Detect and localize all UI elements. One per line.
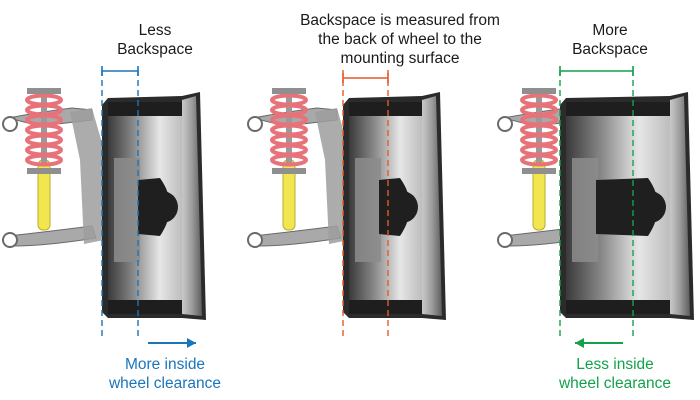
brake-rotor: [572, 158, 598, 262]
barrel-lip-bottom: [566, 300, 670, 314]
spring-top-seat: [272, 88, 306, 94]
upper-arm-bushing: [497, 116, 513, 132]
note-less-clearance: Less inside wheel clearance: [545, 355, 685, 393]
panel-less-backspace: [2, 66, 206, 348]
lower-control-arm: [7, 225, 97, 247]
steering-knuckle: [315, 108, 349, 244]
lower-arm-bushing: [497, 232, 513, 248]
lower-arm-bushing: [2, 232, 18, 248]
caption-measurement: Backspace is measured from the back of w…: [265, 11, 535, 68]
center-cap: [146, 191, 178, 223]
caption-measure-line-1: Backspace is measured from: [300, 12, 500, 29]
hub-mount: [596, 178, 658, 236]
spring-bottom-seat: [522, 168, 556, 174]
caption-more-backspace: More Backspace: [550, 21, 670, 59]
note-more-line-1: Less inside: [576, 356, 654, 373]
steering-knuckle: [70, 108, 104, 244]
upper-arm-bushing: [2, 116, 18, 132]
upper-arm-bushing: [247, 116, 263, 132]
caption-measure-line-2: the back of wheel to the: [318, 31, 482, 48]
spring-coil: [520, 153, 558, 167]
spring-bottom-seat: [27, 168, 61, 174]
note-more-clearance: More inside wheel clearance: [100, 355, 230, 393]
spring-top-seat: [522, 88, 556, 94]
panel-measurement: [247, 70, 446, 340]
shock-rod: [536, 95, 542, 165]
clearance-arrow-left-head: [575, 338, 584, 348]
note-less-line-2: wheel clearance: [108, 375, 221, 392]
lower-control-arm: [252, 225, 342, 247]
barrel-lip-bottom: [349, 300, 422, 314]
barrel-lip-bottom: [108, 300, 182, 314]
barrel-lip-top: [349, 102, 422, 116]
spring-coil: [25, 153, 63, 167]
lower-arm-bushing: [247, 232, 263, 248]
brake-rotor: [114, 158, 140, 262]
caption-more-line-1: More: [592, 22, 628, 39]
spring-top-seat: [27, 88, 61, 94]
note-less-line-1: More inside: [124, 356, 206, 373]
shock-rod: [286, 95, 292, 165]
spring-coil: [270, 153, 308, 167]
wheel-face: [422, 96, 442, 316]
note-more-line-2: wheel clearance: [558, 375, 671, 392]
panel-more-backspace: [497, 66, 694, 348]
shock-rod: [41, 95, 47, 165]
clearance-arrow-right-head: [187, 338, 196, 348]
center-cap: [386, 191, 418, 223]
wheel-face: [182, 96, 202, 316]
brake-rotor: [355, 158, 381, 262]
caption-less-line-1: Less: [138, 22, 172, 39]
caption-less-backspace: Less Backspace: [95, 21, 215, 59]
caption-less-line-2: Backspace: [117, 41, 193, 58]
spring-bottom-seat: [272, 168, 306, 174]
barrel-lip-top: [108, 102, 182, 116]
wheel-face: [670, 96, 690, 316]
center-cap: [634, 191, 666, 223]
caption-more-line-2: Backspace: [572, 41, 648, 58]
barrel-lip-top: [566, 102, 670, 116]
caption-measure-line-3: mounting surface: [340, 50, 460, 67]
